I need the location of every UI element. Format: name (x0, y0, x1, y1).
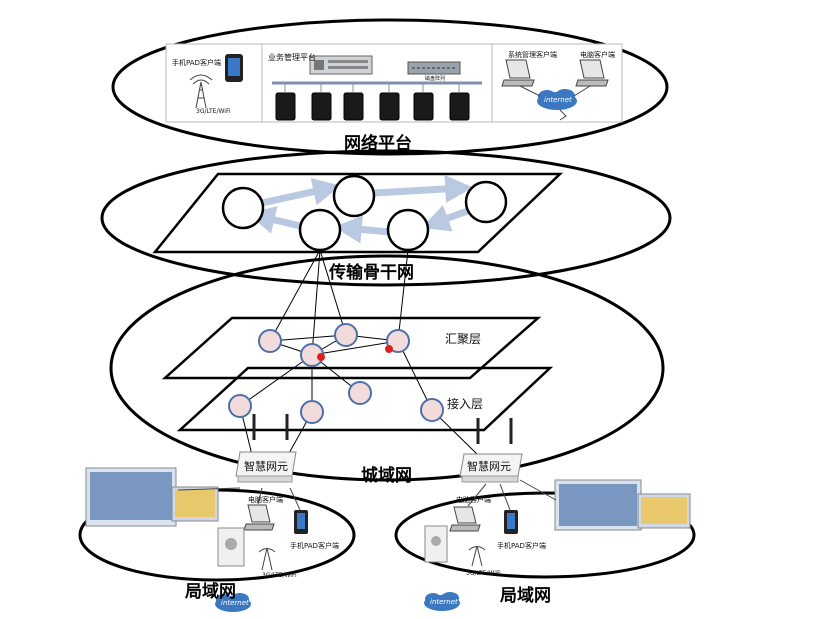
layer-nodes (228, 323, 444, 424)
lan-right-ellipse (394, 491, 696, 579)
platform-system-client-label: 系统管理客户端 (508, 51, 557, 59)
storage-array-icon (407, 61, 461, 75)
lan-left-label: 局域网 (185, 582, 236, 602)
lan-right-monitor-icon (554, 479, 691, 531)
platform-internet-label: internet (544, 96, 572, 104)
platform-pc-client-label: 电脑客户端 (580, 51, 615, 59)
lan-right-label: 局域网 (500, 586, 551, 606)
lan-right-tower-icon (468, 545, 486, 567)
network-platform-ellipse (111, 18, 669, 156)
smart-ne-left-device (235, 414, 297, 483)
backbone-ellipse (100, 149, 672, 287)
lan-right-laptop-icon (449, 506, 481, 532)
lan-left-pc-client-label: 电脑客户端 (248, 496, 283, 504)
backbone-arrows (247, 174, 474, 244)
lan-left-tower-icon (258, 547, 276, 571)
transport-backbone-label: 传输骨干网 (329, 263, 414, 283)
lan-left-wireless-label: 3G/LTE/WiFi (262, 572, 297, 579)
lan-left-mobile-client-label: 手机PAD客户端 (290, 542, 339, 550)
metro-ellipse (109, 254, 665, 482)
smart-ne-right-device (459, 418, 523, 483)
red-markers (317, 345, 393, 361)
access-layer-label: 接入层 (447, 397, 484, 411)
backbone-plane (152, 172, 564, 254)
lan-left-internet-label: internet (221, 599, 249, 607)
lan-right-intercom-icon (424, 525, 448, 563)
backbone-nodes (221, 174, 508, 252)
smart-ne-right-label: 智慧网元 (467, 460, 511, 473)
tower-server-icons (275, 92, 470, 121)
aggregation-plane (161, 316, 542, 380)
smart-ne-left-label: 智慧网元 (244, 460, 288, 473)
laptop-icon (501, 59, 609, 87)
lan-right-internet-label: internet (430, 598, 458, 606)
mobile-phone-icon (225, 54, 243, 82)
rack-server-icon (309, 55, 373, 75)
lan-right-internet-icon (424, 592, 460, 611)
access-plane (176, 366, 554, 432)
lan-left-internet-icon (215, 593, 251, 612)
cell-tower-icon (189, 74, 213, 109)
platform-wireless-label: 3G/LTE/WiFi (196, 108, 231, 115)
internet-cloud-icon (537, 89, 577, 110)
lan-right-mobile-client-label: 手机PAD客户端 (497, 542, 546, 550)
lan-left-intercom-icon (217, 527, 245, 567)
platform-mobile-client-label: 手机PAD客户端 (172, 59, 221, 67)
lan-right-pc-client-label: 电脑客户端 (456, 496, 491, 504)
platform-business-label: 业务管理平台 (268, 53, 316, 62)
aggregation-layer-label: 汇聚层 (445, 332, 482, 346)
lan-right-wireless-label: 3G/LTE/WiFi (466, 570, 501, 577)
metro-network-label: 城域网 (361, 466, 412, 486)
lan-left-laptop-icon (243, 504, 275, 531)
lan-left-monitor-icon (85, 467, 219, 527)
network-platform-label: 网络平台 (344, 134, 412, 154)
lan-left-phone-icon (294, 510, 308, 534)
platform-storage-label: 磁盘阵列 (425, 76, 446, 82)
lan-right-phone-icon (504, 510, 518, 534)
uplink-lines (269, 249, 409, 356)
